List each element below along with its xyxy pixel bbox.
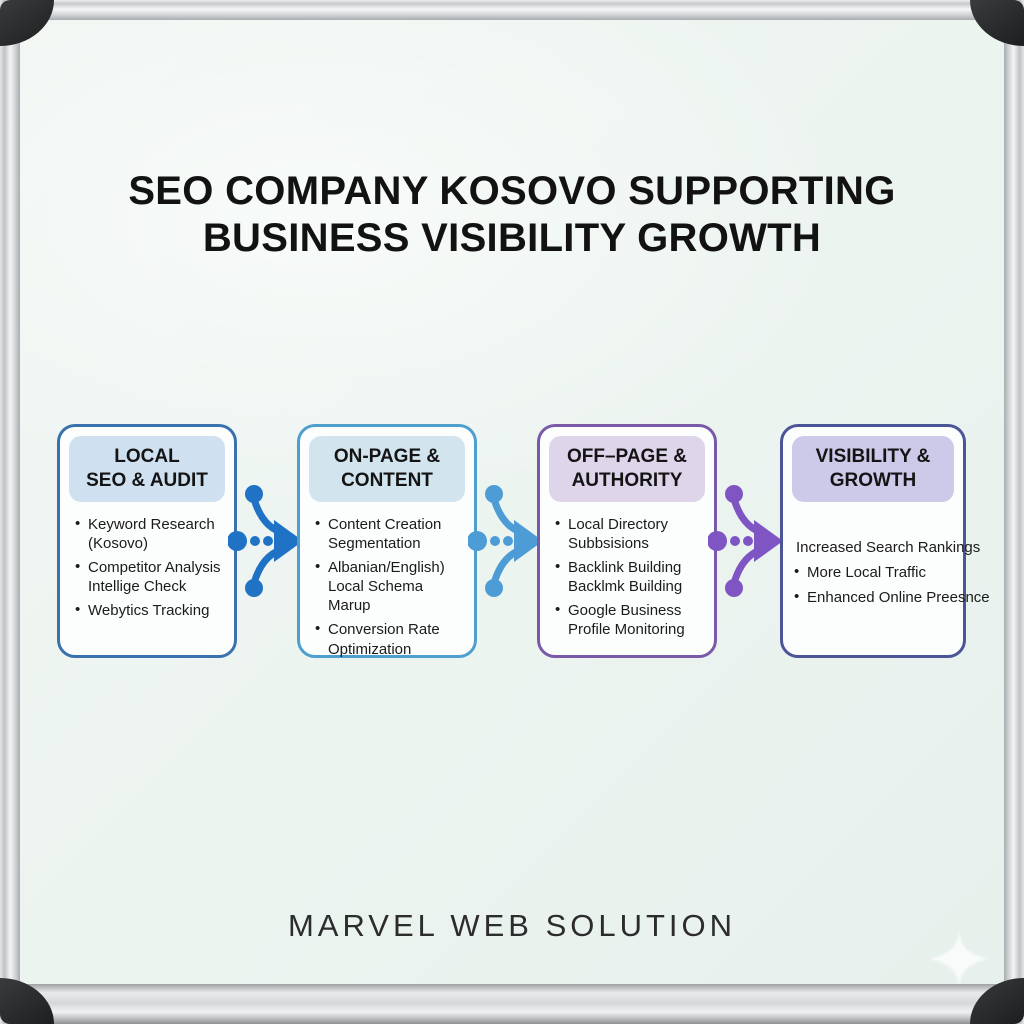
stage-header-line: SEO & AUDIT xyxy=(86,469,208,491)
stage-item-list: Keyword Research (Kosovo) Competitor Ana… xyxy=(69,513,225,621)
list-item: More Local Traffic xyxy=(794,562,954,582)
list-item: Keyword Research (Kosovo) xyxy=(75,513,225,553)
list-item: Conversion Rate Optimization xyxy=(315,619,465,658)
stage-item-list: Local Directory Subbsisions Backlink Bui… xyxy=(549,513,705,640)
stage-header-line: ON-PAGE & xyxy=(333,446,441,467)
branch-arrow-icon xyxy=(468,461,544,621)
diagram-title: SEO COMPANY KOSOVO SUPPORTING BUSINESS V… xyxy=(0,168,1024,262)
stage-box-local-seo-audit: LOCAL SEO & AUDIT Keyword Research (Koso… xyxy=(57,424,237,658)
stage-header: OFF–PAGE & AUTHORITY xyxy=(549,436,705,502)
stage-box-visibility-growth: VISIBILITY & GROWTH Increased Search Ran… xyxy=(780,424,990,658)
stage-header-line: VISIBILITY & xyxy=(815,446,931,467)
title-line-1: SEO COMPANY KOSOVO SUPPORTING xyxy=(128,169,896,213)
list-item: Increased Search Rankings xyxy=(796,538,981,556)
stage-header-line: AUTHORITY xyxy=(571,469,683,491)
stage-header: VISIBILITY & GROWTH xyxy=(792,436,954,502)
list-item: Content Creation Segmentation xyxy=(315,513,465,553)
brand-watermark: MARVEL WEB SOLUTION xyxy=(287,908,737,943)
stage-header: LOCAL SEO & AUDIT xyxy=(69,436,225,502)
list-item: Google Business Profile Monitoring xyxy=(555,600,705,639)
stage-header-line: LOCAL xyxy=(114,446,180,467)
branch-arrow-icon xyxy=(708,461,784,621)
stage-header-line: GROWTH xyxy=(829,469,917,491)
branch-arrow-icon xyxy=(228,461,304,621)
sparkle-icon xyxy=(930,930,988,988)
stage-item-list: Content Creation Segmentation Albanian/E… xyxy=(309,513,465,659)
frame-rail-top xyxy=(0,0,1024,20)
stage-header-line: OFF–PAGE & xyxy=(567,446,687,467)
title-line-2: BUSINESS VISIBILITY GROWTH xyxy=(202,215,822,260)
list-item: Competitor Analysis Intellige Check xyxy=(75,557,225,596)
frame-rail-right xyxy=(1004,0,1024,1024)
list-item: Enhanced Online Preesnce xyxy=(794,587,990,607)
stage-item-list: Increased Search Rankings More Local Tra… xyxy=(792,538,990,608)
stage-box-onpage-content: ON-PAGE & CONTENT Content Creation Segme… xyxy=(297,424,477,658)
stage-header: ON-PAGE & CONTENT xyxy=(309,436,465,502)
list-item: Local Directory Subbsisions xyxy=(555,513,705,553)
stage-box-offpage-authority: OFF–PAGE & AUTHORITY Local Directory Sub… xyxy=(537,424,717,658)
list-item: Webytics Tracking xyxy=(75,600,225,620)
frame-rail-bottom xyxy=(0,984,1024,1024)
stage-header-line: CONTENT xyxy=(341,469,433,491)
frame-rail-left xyxy=(0,0,20,1024)
list-item: Backlink Building Backlmk Building xyxy=(555,557,705,596)
list-item: Albanian/English) Local Schema Marup xyxy=(315,557,465,616)
